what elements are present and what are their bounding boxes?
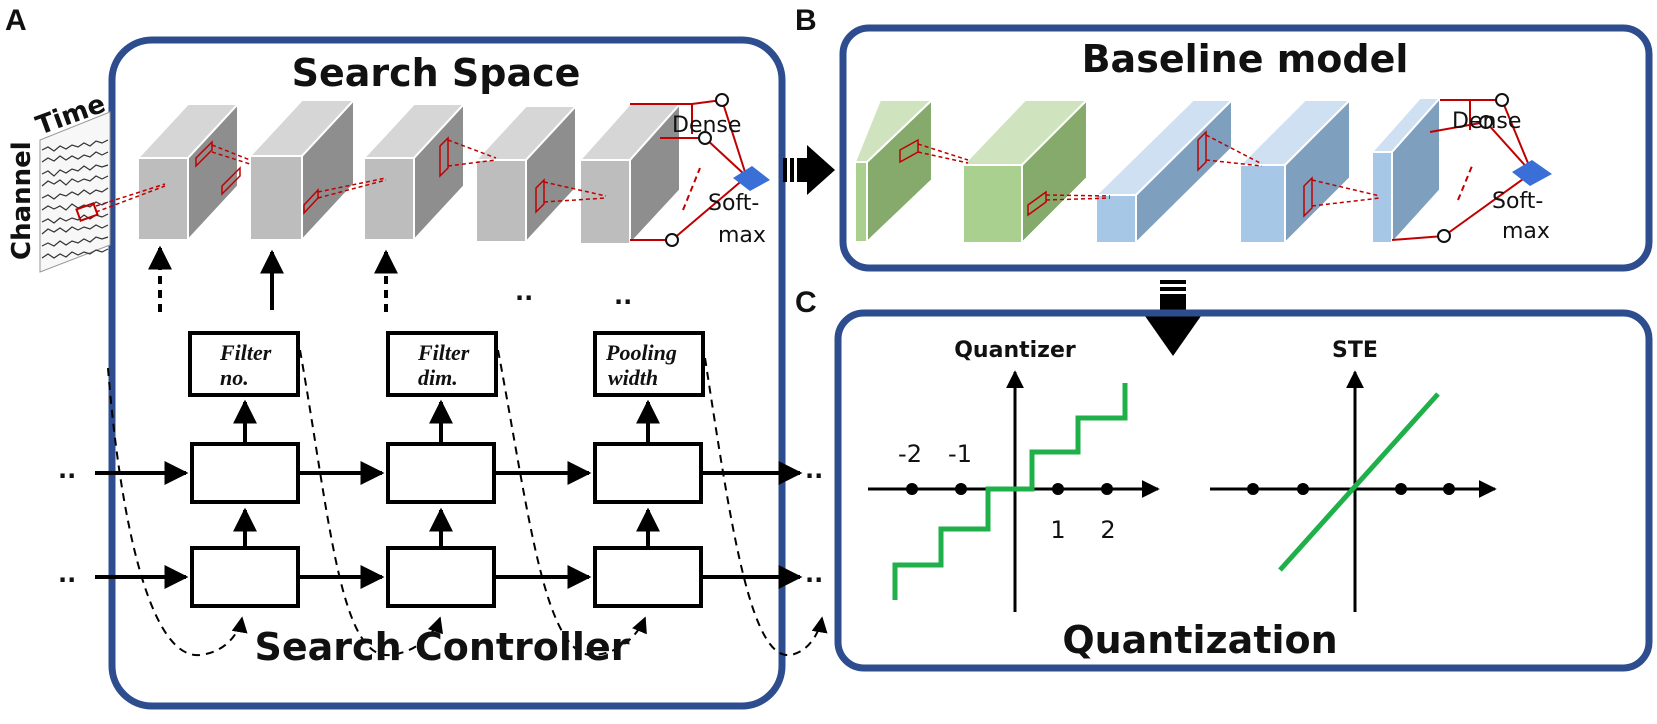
baseline-layer-4 xyxy=(1237,97,1353,246)
search-layer-2 xyxy=(247,97,357,243)
dense-label-b: Dense xyxy=(1452,109,1521,134)
search-layer-5 xyxy=(577,101,683,247)
search-controller-label: Search Controller xyxy=(255,625,630,669)
panel-a-frame xyxy=(108,36,786,710)
rnn-feedback-curves xyxy=(107,349,828,657)
ellipsis-1: .. xyxy=(515,278,533,306)
ste-identity-line xyxy=(1278,392,1440,572)
ste-tick-dots xyxy=(1247,483,1455,495)
softmax-label-a-2: max xyxy=(718,223,766,248)
quantizer-tick-1: 1 xyxy=(1050,516,1065,544)
softmax-label-b-2: max xyxy=(1502,219,1550,244)
svg-text:dim.: dim. xyxy=(418,365,458,390)
channel-label: Channel xyxy=(7,141,37,260)
panel-a-letter: A xyxy=(5,4,27,37)
dense-softmax-head-a xyxy=(630,93,770,247)
search-layer-4 xyxy=(473,103,579,245)
dense-softmax-head-b xyxy=(1391,93,1552,243)
baseline-layer-2 xyxy=(960,97,1090,246)
svg-text:Filter: Filter xyxy=(417,340,470,365)
rnn-output-pooling-width: Pooling width xyxy=(593,331,705,397)
softmax-label-b-1: Soft- xyxy=(1492,189,1543,214)
conv-kernels-a xyxy=(95,136,607,215)
panel-c-frame xyxy=(834,309,1653,672)
rnn-cells xyxy=(190,442,703,608)
arrow-b-to-c xyxy=(1145,280,1201,356)
search-layer-3 xyxy=(361,101,467,243)
panel-a-title: Search Space xyxy=(292,51,581,95)
softmax-label-a-1: Soft- xyxy=(708,191,759,216)
dense-label-a: Dense xyxy=(672,113,741,138)
ellipsis-2: .. xyxy=(614,282,632,310)
quantizer-tick-neg1: -1 xyxy=(948,440,972,468)
rnn-ellipsis-out-2: .. xyxy=(805,560,823,588)
conv-kernels-b xyxy=(899,130,1381,218)
rnn-ellipsis-in-2: .. xyxy=(58,560,76,588)
rnn-ellipsis-in-1: .. xyxy=(58,456,76,484)
eeg-input-signal xyxy=(39,111,111,273)
search-layer-1 xyxy=(135,101,241,243)
quantizer-staircase xyxy=(892,383,1128,600)
rnn-output-filter-no: Filter no. xyxy=(188,331,300,397)
ste-label: STE xyxy=(1332,338,1378,363)
quantizer-tick-2: 2 xyxy=(1100,516,1115,544)
panel-b-letter: B xyxy=(795,4,817,37)
arrow-a-to-b xyxy=(783,145,835,195)
panel-c-title: Quantization xyxy=(1062,618,1337,662)
quantizer-tick-neg2: -2 xyxy=(898,440,922,468)
panel-b-frame xyxy=(839,24,1653,272)
baseline-layer-3 xyxy=(1093,97,1235,246)
panel-c-letter: C xyxy=(795,286,817,319)
svg-text:no.: no. xyxy=(220,365,249,390)
rnn-output-filter-dim: Filter dim. xyxy=(386,331,498,397)
baseline-layer-5 xyxy=(1369,95,1443,246)
quantizer-tick-dots xyxy=(906,483,1113,495)
baseline-layer-1 xyxy=(853,97,935,245)
svg-text:Filter: Filter xyxy=(219,340,272,365)
panel-b-title: Baseline model xyxy=(1082,37,1409,81)
rnn-ellipsis-out-1: .. xyxy=(805,456,823,484)
quantizer-label: Quantizer xyxy=(954,338,1076,363)
svg-text:Pooling: Pooling xyxy=(605,340,677,365)
svg-text:width: width xyxy=(608,365,658,390)
